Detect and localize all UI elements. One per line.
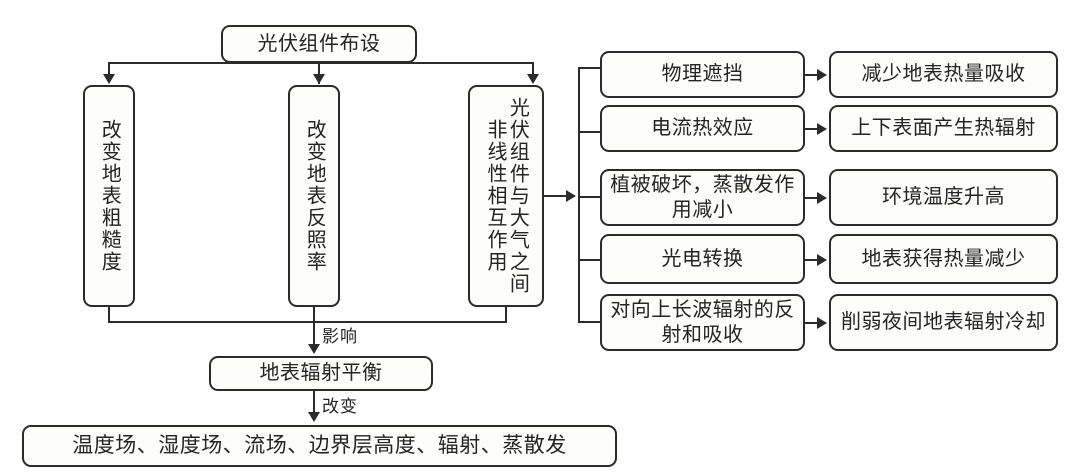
connector-bracket-arm-2 bbox=[578, 131, 600, 133]
node-pv-module-deployment[interactable]: 光伏组件布设 bbox=[221, 25, 417, 63]
connector-to-bracket bbox=[544, 195, 568, 197]
connector-mech-eff-3 bbox=[805, 197, 819, 199]
connector-mech-eff-1 bbox=[805, 74, 819, 76]
edge-label-change: 改变 bbox=[322, 397, 358, 416]
arrowhead-effect-2 bbox=[817, 123, 827, 135]
arrowhead-effect-4 bbox=[817, 254, 827, 266]
node-thermal-radiation-both-surfaces[interactable]: 上下表面产生热辐射 bbox=[829, 105, 1058, 152]
connector-bracket-arm-1 bbox=[578, 67, 600, 69]
node-label: 改变地表粗糙度 bbox=[98, 119, 121, 273]
node-label: 光伏组件布设 bbox=[257, 32, 381, 55]
node-current-thermal-effect[interactable]: 电流热效应 bbox=[600, 105, 805, 152]
arrowhead-influence bbox=[308, 344, 320, 354]
node-upward-longwave-reflection-absorption[interactable]: 对向上长波辐射的反射和吸收 bbox=[600, 294, 805, 351]
node-weakened-nocturnal-radiative-cooling[interactable]: 削弱夜间地表辐射冷却 bbox=[829, 294, 1058, 351]
node-change-surface-albedo[interactable]: 改变地表反照率 bbox=[288, 85, 340, 307]
connector-bracket-arm-4 bbox=[578, 259, 600, 261]
node-label: 减少地表热量吸收 bbox=[861, 63, 1026, 86]
arrowhead-change bbox=[308, 412, 320, 422]
connector-merge-bus bbox=[108, 321, 507, 323]
node-physical-shading[interactable]: 物理遮挡 bbox=[600, 51, 805, 98]
node-label: 削弱夜间地表辐射冷却 bbox=[841, 311, 1046, 334]
node-photoelectric-conversion[interactable]: 光电转换 bbox=[600, 234, 805, 284]
node-label: 植被破坏，蒸散发作用减小 bbox=[610, 174, 795, 221]
node-reduced-surface-heat-absorption[interactable]: 减少地表热量吸收 bbox=[829, 51, 1058, 98]
connector-balance-stem bbox=[313, 391, 315, 414]
node-nonlinear-interaction-pv-atmosphere[interactable]: 光伏组件与大气之间非线性相互作用 bbox=[468, 85, 544, 307]
node-label: 光伏组件与大气之间非线性相互作用 bbox=[484, 97, 529, 295]
connector-drop-branch-1 bbox=[108, 62, 110, 76]
connector-bracket-arm-5 bbox=[578, 321, 600, 323]
node-surface-radiation-balance[interactable]: 地表辐射平衡 bbox=[209, 356, 433, 391]
edge-label-influence: 影响 bbox=[322, 327, 358, 346]
node-label: 上下表面产生热辐射 bbox=[851, 117, 1036, 140]
node-label: 改变地表反照率 bbox=[303, 119, 326, 273]
arrowhead-effect-5 bbox=[817, 317, 827, 329]
node-label: 对向上长波辐射的反射和吸收 bbox=[610, 299, 795, 346]
arrowhead-effect-1 bbox=[817, 69, 827, 81]
arrowhead-to-bracket bbox=[566, 190, 576, 202]
node-label: 光电转换 bbox=[661, 247, 744, 270]
node-ambient-temperature-rise[interactable]: 环境温度升高 bbox=[829, 169, 1058, 226]
node-label: 电流热效应 bbox=[651, 117, 754, 140]
connector-mech-eff-4 bbox=[805, 259, 819, 261]
node-label: 地表获得热量减少 bbox=[861, 247, 1026, 270]
node-change-surface-roughness[interactable]: 改变地表粗糙度 bbox=[83, 85, 135, 307]
connector-branch-1-down bbox=[108, 307, 110, 323]
connector-branch-2-down bbox=[313, 307, 315, 323]
node-affected-fields[interactable]: 温度场、湿度场、流场、边界层高度、辐射、蒸散发 bbox=[22, 425, 617, 467]
connector-title-bus bbox=[108, 62, 534, 64]
arrowhead-branch-1 bbox=[103, 74, 115, 84]
connector-merge-stem bbox=[313, 321, 315, 346]
connector-mech-eff-2 bbox=[805, 128, 819, 130]
connector-bracket-arm-3 bbox=[578, 196, 600, 198]
connector-drop-branch-2 bbox=[318, 62, 320, 76]
connector-bracket-spine bbox=[578, 67, 580, 323]
node-less-surface-heat-gain[interactable]: 地表获得热量减少 bbox=[829, 234, 1058, 284]
node-vegetation-damage-evapotranspiration[interactable]: 植被破坏，蒸散发作用减小 bbox=[600, 169, 805, 226]
node-label: 地表辐射平衡 bbox=[259, 362, 383, 385]
node-label: 温度场、湿度场、流场、边界层高度、辐射、蒸散发 bbox=[72, 433, 567, 458]
arrowhead-effect-3 bbox=[817, 192, 827, 204]
arrowhead-branch-3 bbox=[527, 74, 539, 84]
node-label: 环境温度升高 bbox=[882, 186, 1005, 209]
connector-drop-branch-3 bbox=[532, 62, 534, 76]
connector-branch-3-down bbox=[505, 307, 507, 323]
arrowhead-branch-2 bbox=[313, 74, 325, 84]
node-label: 物理遮挡 bbox=[661, 63, 744, 86]
connector-mech-eff-5 bbox=[805, 322, 819, 324]
